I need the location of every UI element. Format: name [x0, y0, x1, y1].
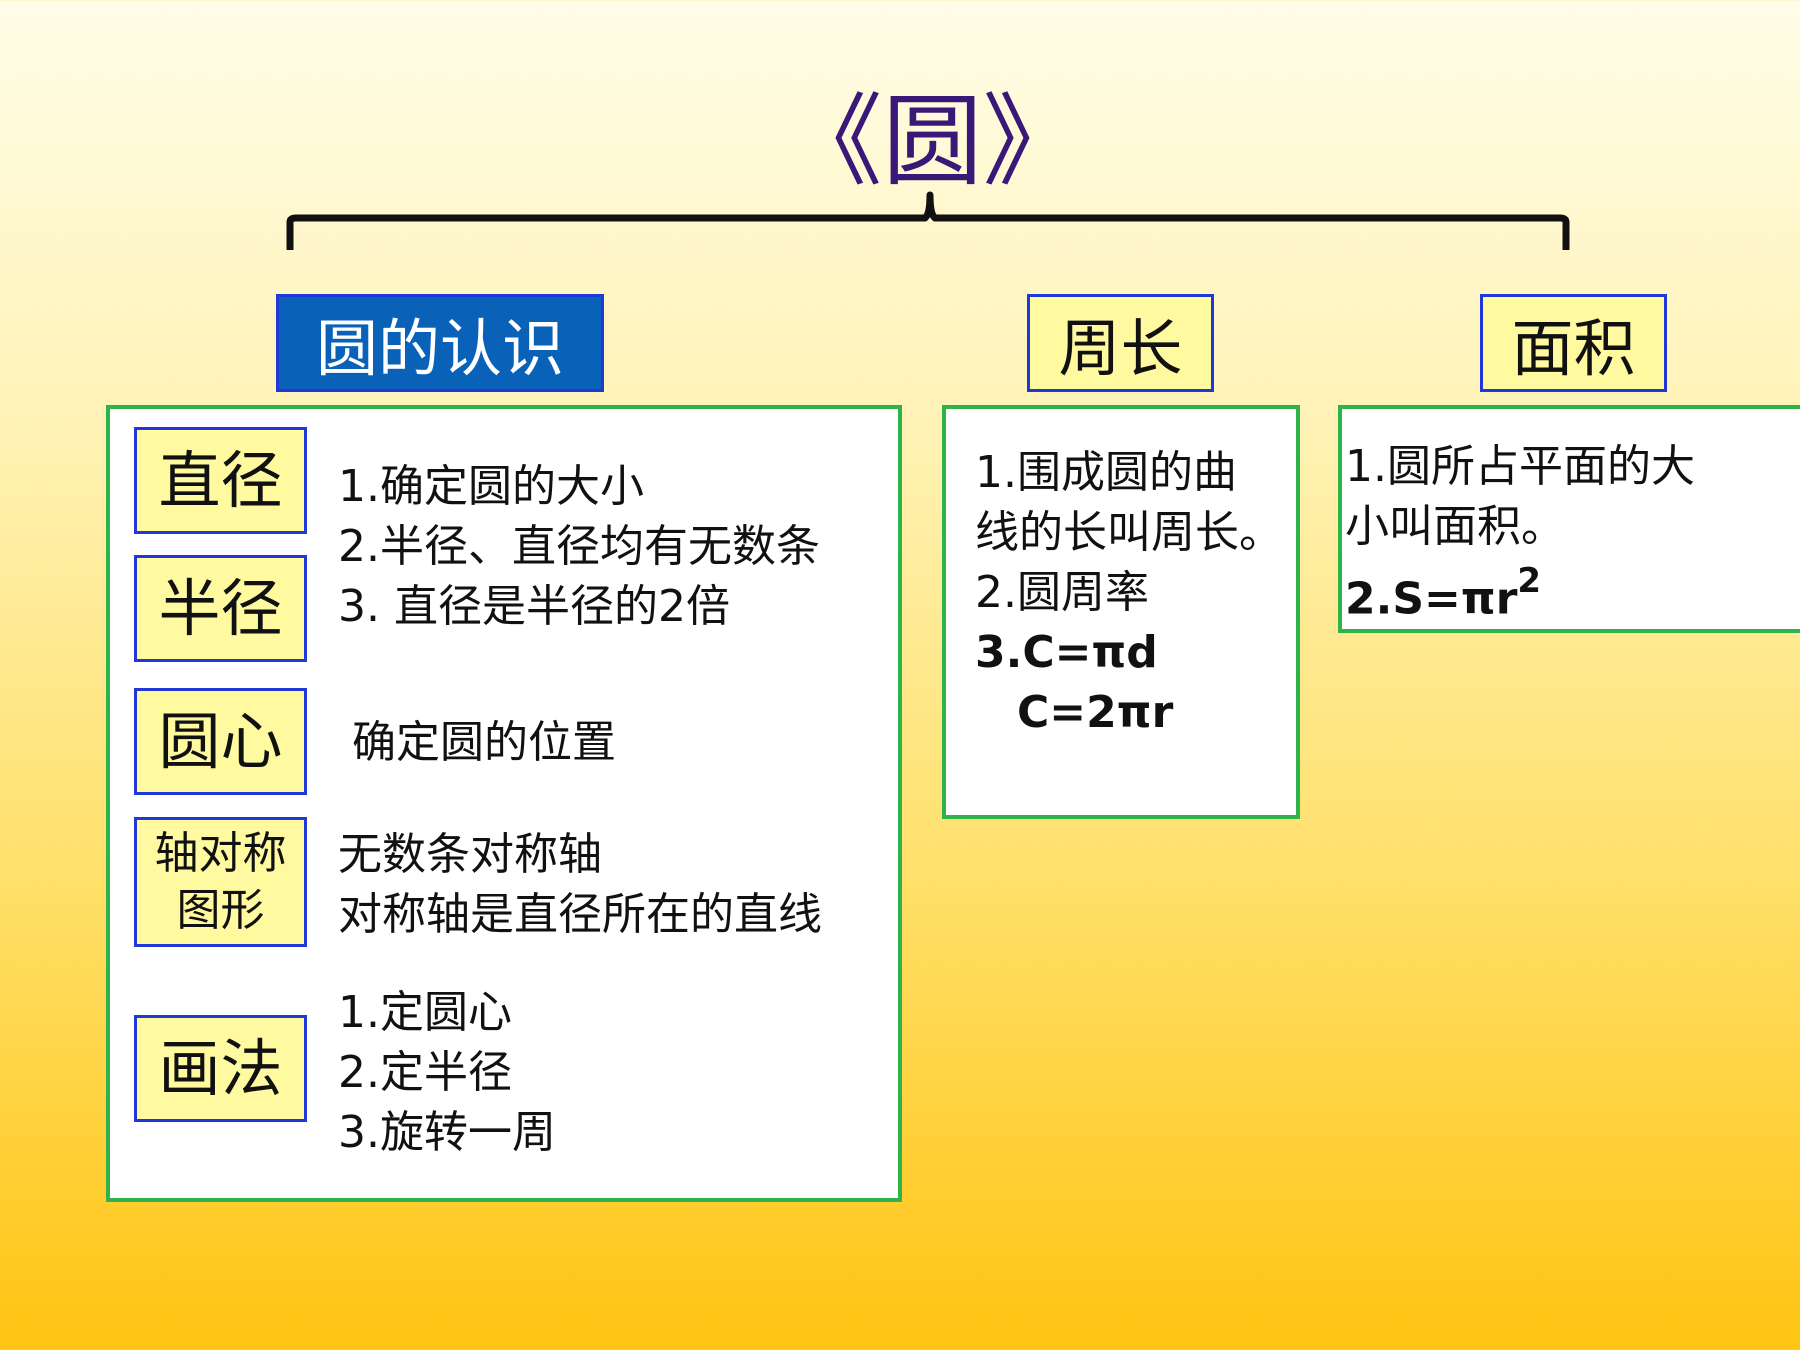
list-item: C=2πr [1017, 687, 1174, 738]
area-text: 1.圆所占平面的大 小叫面积。 2.S=πr2 [1345, 437, 1695, 630]
list-item: 3. 直径是半径的2倍 [338, 581, 730, 632]
list-item: 2.定半径 [338, 1047, 512, 1098]
list-item: 无数条对称轴 [338, 829, 602, 880]
header-area: 面积 [1480, 294, 1667, 392]
area-panel [1338, 405, 1800, 633]
perimeter-panel [942, 405, 1300, 819]
list-item: 3.C=πd [975, 627, 1158, 678]
list-item: 1.围成圆的曲 [975, 447, 1237, 498]
area-formula: 2.S=πr2 [1345, 561, 1542, 625]
center-label: 圆心 [134, 688, 307, 795]
list-item: 线的长叫周长。 [975, 507, 1283, 558]
drawing-text: 1.定圆心 2.定半径 3.旋转一周 [338, 983, 556, 1163]
list-item: 2.半径、直径均有无数条 [338, 521, 820, 572]
list-item: 3.旋转一周 [338, 1107, 556, 1158]
header-area-label: 面积 [1511, 312, 1636, 385]
list-item: 1.定圆心 [338, 987, 512, 1038]
list-item: 2.圆周率 [975, 567, 1149, 618]
diameter-label: 直径 [134, 427, 307, 534]
list-item: 小叫面积。 [1345, 501, 1565, 552]
exponent: 2 [1517, 561, 1542, 601]
header-recognition-label: 圆的认识 [315, 312, 564, 385]
list-item: 1.确定圆的大小 [338, 461, 644, 512]
page-title: 《圆》 [782, 83, 1083, 200]
bracket-connector [286, 191, 1570, 250]
header-perimeter-label: 周长 [1058, 312, 1183, 385]
radius-label: 半径 [134, 555, 307, 662]
center-text: 确定圆的位置 [352, 717, 616, 768]
drawing-label: 画法 [134, 1015, 307, 1122]
header-perimeter: 周长 [1027, 294, 1214, 392]
list-item: 对称轴是直径所在的直线 [338, 889, 822, 940]
symmetry-text: 无数条对称轴 对称轴是直径所在的直线 [338, 825, 822, 945]
header-recognition: 圆的认识 [276, 294, 604, 392]
diameter-radius-text: 1.确定圆的大小 2.半径、直径均有无数条 3. 直径是半径的2倍 [338, 457, 820, 637]
perimeter-text: 1.围成圆的曲 线的长叫周长。 2.圆周率 3.C=πd C=2πr [975, 443, 1283, 743]
list-item: 1.圆所占平面的大 [1345, 441, 1695, 492]
symmetry-label: 轴对称 图形 [134, 817, 307, 947]
